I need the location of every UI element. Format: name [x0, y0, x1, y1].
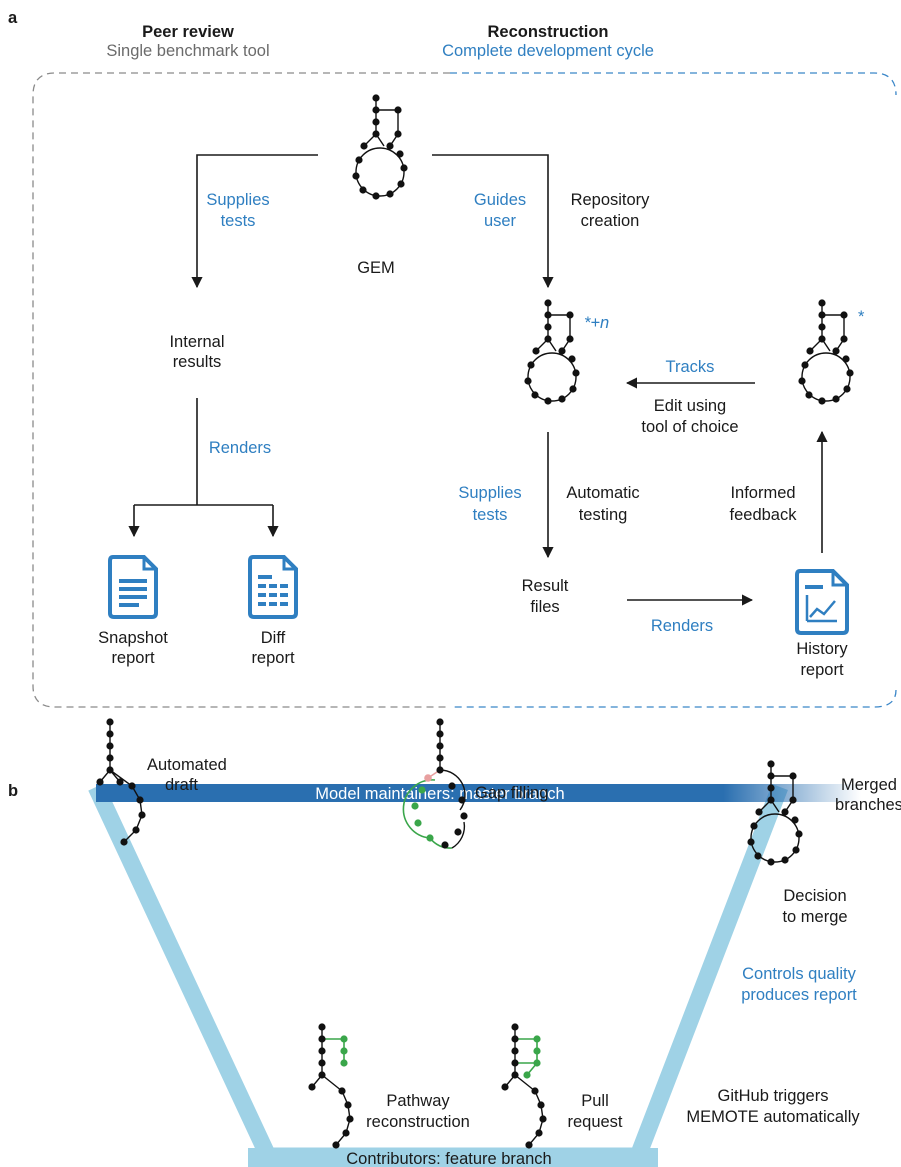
- supplies-tests-left-1: Supplies: [206, 191, 269, 209]
- feature-branch-label: Contributors: feature branch: [346, 1150, 551, 1167]
- history-report-2: report: [800, 661, 844, 679]
- reconstruction-title: Reconstruction: [487, 23, 608, 41]
- pull-request-2: request: [567, 1113, 622, 1131]
- gem-label: GEM: [357, 259, 395, 277]
- internal-results-2: results: [173, 353, 222, 371]
- pathway-reconstruction-1: Pathway: [386, 1092, 450, 1110]
- reconstruction-frame: [450, 72, 897, 708]
- pull-request-1: Pull: [581, 1092, 609, 1110]
- diff-report-1: Diff: [261, 629, 286, 647]
- internal-results-1: Internal: [169, 333, 224, 351]
- controls-quality-2: produces report: [741, 986, 857, 1004]
- github-triggers-1: GitHub triggers: [718, 1087, 829, 1105]
- peer-review-frame: [32, 72, 450, 708]
- snapshot-report-2: report: [111, 649, 155, 667]
- merged-branches-2: branches: [835, 796, 901, 814]
- repository-creation-1: Repository: [571, 191, 651, 209]
- history-report-1: History: [796, 640, 848, 658]
- panel-a-label: a: [8, 9, 18, 27]
- feature-branch-bar: [248, 1148, 658, 1167]
- pathway-reconstruction-2: reconstruction: [366, 1113, 470, 1131]
- diff-report-icon: [248, 555, 298, 619]
- gap-filling-label: Gap filling: [475, 784, 548, 802]
- snapshot-report-icon: [108, 555, 158, 619]
- gem-molecule-icon: [351, 93, 409, 201]
- merged-branches-1: Merged: [841, 776, 897, 794]
- guides-user-2: user: [484, 212, 517, 230]
- tracks-label: Tracks: [666, 358, 715, 376]
- gap-filling-molecule-icon: [402, 718, 468, 849]
- diff-report-2: report: [251, 649, 295, 667]
- automatic-testing-2: testing: [579, 506, 628, 524]
- renders-right: Renders: [651, 617, 713, 635]
- supplies-tests-left-2: tests: [221, 212, 256, 230]
- renders-left: Renders: [209, 439, 271, 457]
- snapshot-report-1: Snapshot: [98, 629, 168, 647]
- informed-feedback-1: Informed: [730, 484, 795, 502]
- guides-user-1: Guides: [474, 191, 526, 209]
- supplies-tests-right-2: tests: [473, 506, 508, 524]
- model-version-star-molecule-icon: [797, 298, 855, 406]
- gem-to-repository-arrow: [432, 154, 554, 289]
- internal-fork-lines: [134, 398, 273, 506]
- informed-feedback-2: feedback: [730, 506, 798, 524]
- automated-draft-2: draft: [165, 776, 198, 794]
- github-triggers-2: MEMOTE automatically: [686, 1108, 860, 1126]
- decision-merge-1: Decision: [783, 887, 846, 905]
- master-branch-label: Model maintainers: master branch: [315, 785, 564, 803]
- automated-draft-molecule-icon: [96, 718, 146, 846]
- pathway-reconstruction-molecule-icon: [308, 1023, 354, 1149]
- version-star-label: *: [858, 308, 865, 326]
- result-files-1: Result: [522, 577, 569, 595]
- gem-to-internal-arrow: [191, 154, 318, 289]
- decision-merge-2: to merge: [782, 908, 847, 926]
- peer-review-subtitle: Single benchmark tool: [106, 42, 269, 60]
- automatic-testing-1: Automatic: [566, 484, 639, 502]
- version-n-label: *+n: [584, 314, 609, 332]
- supplies-tests-right-1: Supplies: [458, 484, 521, 502]
- model-version-n-molecule-icon: [523, 298, 581, 406]
- controls-quality-1: Controls quality: [742, 965, 856, 983]
- repository-creation-2: creation: [581, 212, 640, 230]
- pull-request-molecule-icon: [501, 1023, 547, 1149]
- automated-draft-1: Automated: [147, 756, 227, 774]
- peer-review-title: Peer review: [142, 23, 234, 41]
- edit-tool-2: tool of choice: [641, 418, 738, 436]
- result-files-2: files: [530, 598, 559, 616]
- history-report-icon: [795, 569, 849, 635]
- reconstruction-subtitle: Complete development cycle: [442, 42, 654, 60]
- master-branch-bar: [96, 784, 861, 802]
- edit-tool-1: Edit using: [654, 397, 726, 415]
- panel-b-label: b: [8, 782, 18, 800]
